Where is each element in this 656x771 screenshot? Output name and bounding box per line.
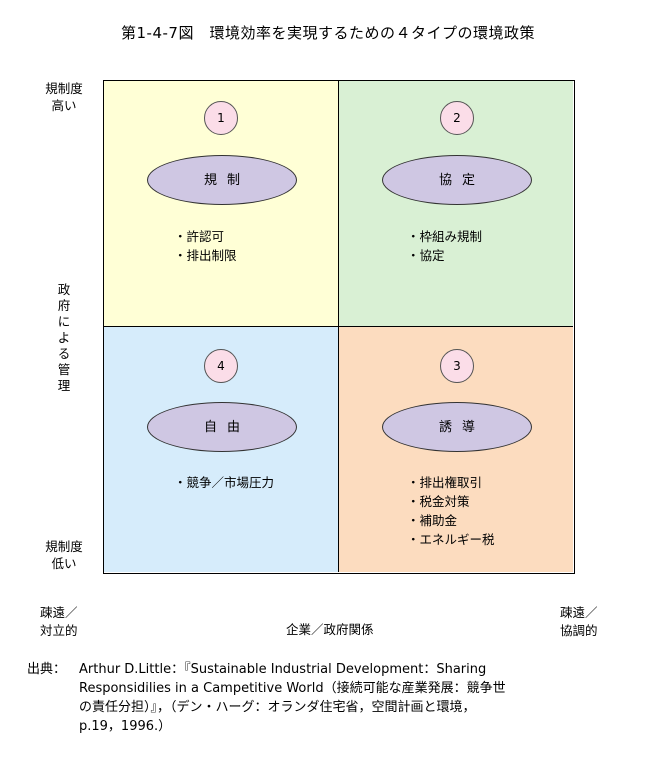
list-item: ・エネルギー税 (407, 532, 495, 547)
quadrant-name-ellipse: 誘導 (382, 402, 532, 452)
quadrant-number: 1 (204, 101, 238, 135)
source-line: Arthur D.Little：『Sustainable Industrial … (79, 662, 487, 677)
y-axis-bottom-label: 規制度 低い (45, 539, 83, 571)
quadrant-agreement: 2 協定 ・枠組み規制 ・協定 (339, 81, 573, 327)
bullet-list: ・許認可 ・排出制限 (174, 227, 237, 265)
source-line: Responsidilies in a Campetitive World（接続… (79, 681, 506, 696)
x-axis-center-label: 企業／政府関係 (286, 622, 374, 637)
quadrant-freedom: 4 自由 ・競争／市場圧力 (104, 327, 339, 572)
quadrant-number: 2 (440, 101, 474, 135)
quadrant-number: 3 (440, 349, 474, 383)
list-item: ・排出制限 (174, 248, 237, 263)
list-item: ・排出権取引 (407, 475, 483, 490)
bullet-list: ・排出権取引 ・税金対策 ・補助金 ・エネルギー税 (407, 473, 495, 549)
list-item: ・補助金 (407, 513, 458, 528)
quadrant-number: 4 (204, 349, 238, 383)
x-axis-left-label: 疎遠／ 対立的 (40, 605, 78, 638)
x-axis-right-label: 疎遠／ 協調的 (560, 605, 598, 638)
y-axis-middle-label: 政 府 に よ る 管 理 (57, 282, 71, 393)
source-citation: 出典： Arthur D.Little：『Sustainable Industr… (27, 660, 637, 736)
bullet-list: ・競争／市場圧力 (174, 473, 274, 492)
list-item: ・競争／市場圧力 (174, 475, 275, 490)
quadrant-regulation: 1 規制 ・許認可 ・排出制限 (104, 81, 339, 327)
source-line: p.19，1996.） (79, 719, 172, 734)
y-axis-top-label: 規制度 高い (45, 81, 83, 113)
quadrant-grid: 1 規制 ・許認可 ・排出制限 2 協定 ・枠組み規制 ・協定 4 自由 ・競争… (103, 80, 575, 574)
quadrant-name-ellipse: 自由 (147, 402, 297, 452)
quadrant-inducement: 3 誘導 ・排出権取引 ・税金対策 ・補助金 ・エネルギー税 (339, 327, 573, 572)
list-item: ・枠組み規制 (407, 229, 483, 244)
quadrant-name-ellipse: 規制 (147, 155, 297, 205)
figure-title: 第1-4-7図 環境効率を実現するための４タイプの環境政策 (121, 24, 535, 42)
source-line: の責任分担）』，（デン・ハーグ：オランダ住宅省，空間計画と環境， (79, 700, 476, 715)
source-lead: 出典： (27, 662, 67, 677)
list-item: ・税金対策 (407, 494, 470, 509)
bullet-list: ・枠組み規制 ・協定 (407, 227, 482, 265)
list-item: ・協定 (407, 248, 445, 263)
quadrant-name-ellipse: 協定 (382, 155, 532, 205)
list-item: ・許認可 (174, 229, 225, 244)
